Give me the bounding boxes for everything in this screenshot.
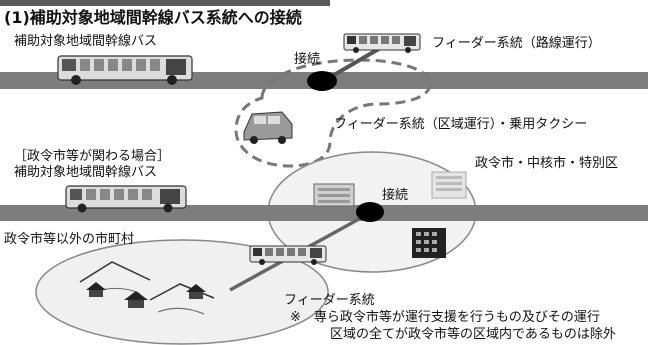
feeder-area-label: フィーダー系統（区域運行）・乗用タクシー	[334, 117, 588, 132]
feeder-bus-bottom-icon	[249, 245, 327, 265]
other-municipalities-label: 政令市等以外の市町村	[4, 232, 135, 247]
office-tower-icon	[412, 228, 446, 258]
trunk-bus-top-icon	[57, 55, 193, 85]
note-line-1: ※ 専ら政令市等が運行支援を行うもの及びその運行	[290, 310, 600, 325]
diagram-title: (1)補助対象地域間幹線バス系統への接続	[4, 8, 302, 27]
case-label: ［政令市等が関わる場合］	[14, 149, 171, 164]
trunk-bus-bottom-icon	[65, 185, 187, 213]
title-bar	[0, 0, 330, 6]
building-icon-right	[431, 171, 467, 199]
feeder-route-label: フィーダー系統（路線運行）	[432, 36, 601, 51]
cities-label: 政令市・中核市・特別区	[475, 156, 619, 171]
municipality-region	[35, 239, 329, 345]
village-icon	[79, 261, 215, 315]
trunk-bus-label-top: 補助対象地域間幹線バス	[14, 34, 158, 49]
trunk-bus-label-bottom: 補助対象地域間幹線バス	[14, 165, 158, 180]
feeder-label-bottom: フィーダー系統	[284, 293, 375, 308]
feeder-bus-top-icon	[343, 33, 421, 53]
connection-label-bottom: 接続	[382, 188, 409, 203]
building-icon-left	[313, 183, 355, 207]
trunk-road-bottom	[0, 205, 648, 221]
connection-node-bottom	[356, 202, 384, 222]
connection-node-top	[307, 71, 337, 91]
note-line-2: 区域の全てが政令市等の区域内であるものは除外	[330, 327, 616, 342]
taxi-van-icon	[243, 111, 293, 144]
connection-label-top: 接続	[294, 52, 321, 67]
